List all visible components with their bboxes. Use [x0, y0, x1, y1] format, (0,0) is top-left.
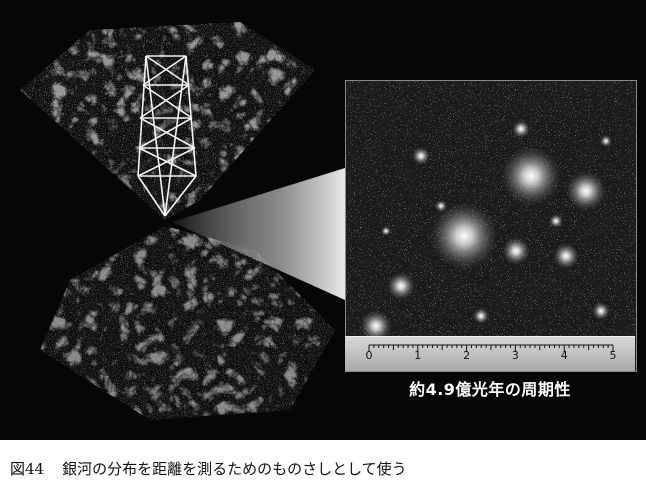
figure-panel: 0 1 2 3 4 5 約4.9億光年の周期性 — [0, 0, 646, 440]
ruler-tick-label: 1 — [414, 349, 422, 362]
zoom-beam — [172, 168, 345, 300]
ruler-tick-label: 2 — [463, 349, 471, 362]
ruler-ladder-frame — [137, 55, 197, 217]
ruler-tick-label: 3 — [511, 349, 519, 362]
figure-number: 図44 — [10, 460, 45, 478]
inset-caption: 約4.9億光年の周期性 — [409, 380, 571, 399]
ruler-tick-label: 5 — [609, 349, 617, 362]
galaxy-distribution-illustration — [20, 22, 345, 420]
upper-survey-wedge — [20, 22, 315, 220]
figure-caption-text: 銀河の分布を距離を測るためのものさしとして使う — [62, 460, 407, 478]
distance-scale-ruler: 0 1 2 3 4 5 — [345, 336, 635, 371]
ruler-tick-label: 0 — [365, 349, 373, 362]
figure-caption: 図44 銀河の分布を距離を測るためのものさしとして使う — [10, 458, 640, 479]
galaxy-cluster-inset — [345, 80, 637, 372]
ruler-tick-label: 4 — [560, 349, 568, 362]
